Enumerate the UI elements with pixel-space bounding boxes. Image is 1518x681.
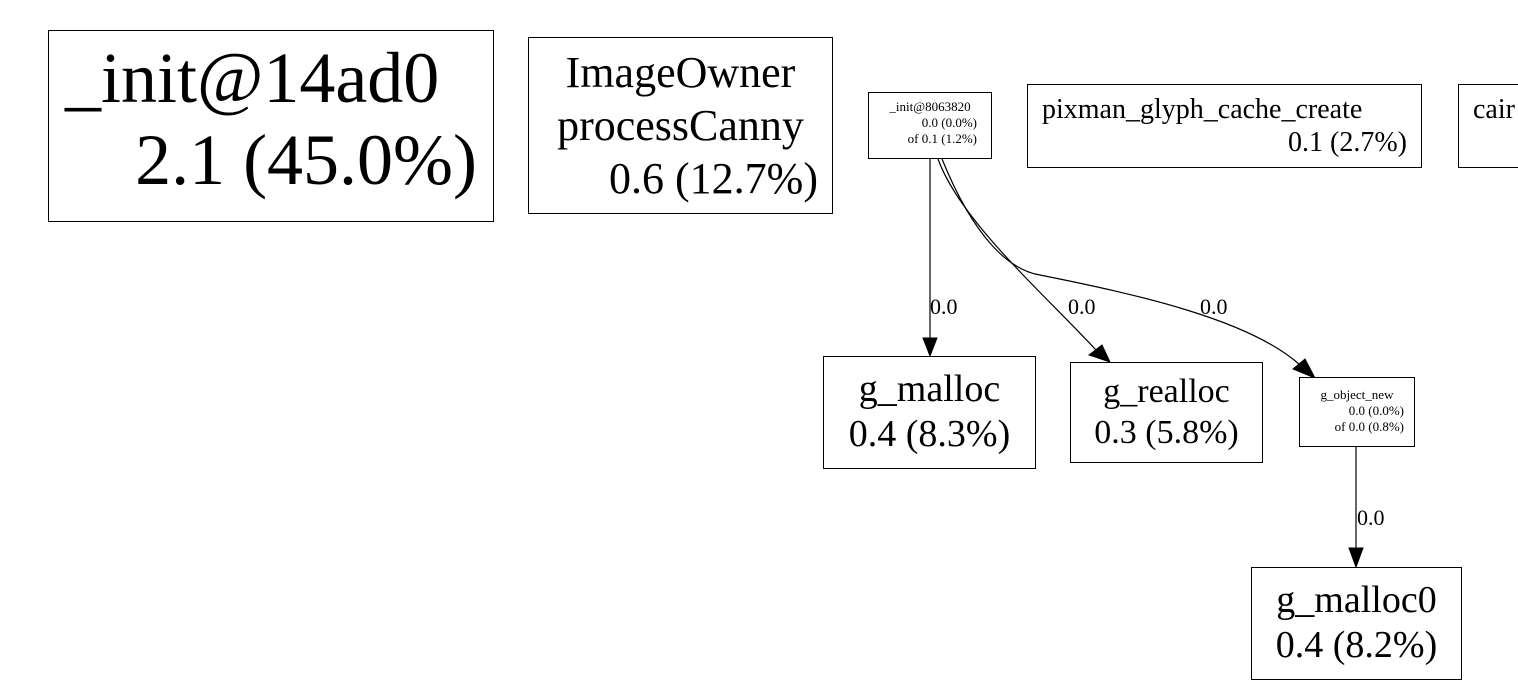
node-pixman-glyph-cache-create[interactable]: pixman_glyph_cache_create 0.1 (2.7%) bbox=[1027, 84, 1422, 168]
node-g-malloc-name: g_malloc bbox=[858, 368, 1001, 410]
node-g-realloc-stats: 0.3 (5.8%) bbox=[1094, 414, 1239, 451]
edge-init-to-g-object-new bbox=[941, 158, 1301, 366]
edge-label-init-to-g-object-new: 0.0 bbox=[1200, 294, 1228, 319]
node-init-14ad0[interactable]: _init@14ad0 2.1 (45.0%) bbox=[48, 30, 494, 222]
node-init-8063820-cumulative: of 0.1 (1.2%) bbox=[907, 131, 977, 146]
node-g-object-new-self: 0.0 (0.0%) bbox=[1348, 403, 1404, 418]
arrowhead-g-realloc bbox=[1087, 344, 1111, 363]
node-g-object-new-name: g_object_new bbox=[1320, 387, 1394, 402]
arrowhead-g-object-new bbox=[1292, 358, 1317, 379]
node-g-malloc0[interactable]: g_malloc0 0.4 (8.2%) bbox=[1251, 567, 1462, 680]
node-g-realloc[interactable]: g_realloc 0.3 (5.8%) bbox=[1070, 362, 1263, 463]
arrowhead-g-malloc0 bbox=[1348, 547, 1364, 569]
node-cairo-partial[interactable]: cair bbox=[1458, 84, 1518, 168]
node-init-8063820[interactable]: _init@8063820 0.0 (0.0%) of 0.1 (1.2%) bbox=[868, 92, 992, 159]
node-init-14ad0-stats: 2.1 (45.0%) bbox=[135, 120, 477, 200]
node-g-malloc-stats: 0.4 (8.3%) bbox=[848, 413, 1011, 455]
edge-init-to-g-realloc bbox=[937, 158, 1097, 351]
edge-label-g-object-new-to-g-malloc0: 0.0 bbox=[1357, 505, 1385, 530]
node-init-8063820-name: _init@8063820 bbox=[889, 99, 971, 114]
node-pixman-stats: 0.1 (2.7%) bbox=[1288, 127, 1407, 158]
node-pixman-name: pixman_glyph_cache_create bbox=[1042, 94, 1363, 125]
node-image-owner-method: processCanny bbox=[557, 101, 804, 150]
node-g-realloc-name: g_realloc bbox=[1103, 373, 1230, 410]
node-cairo-partial-name: cair bbox=[1473, 94, 1515, 125]
edge-label-init-to-g-realloc: 0.0 bbox=[1068, 294, 1096, 319]
node-init-14ad0-name: _init@14ad0 bbox=[65, 38, 440, 118]
node-g-object-new[interactable]: g_object_new 0.0 (0.0%) of 0.0 (0.8%) bbox=[1299, 377, 1415, 447]
node-g-malloc[interactable]: g_malloc 0.4 (8.3%) bbox=[823, 356, 1036, 469]
arrowhead-g-malloc bbox=[922, 337, 938, 358]
edge-label-init-to-g-malloc: 0.0 bbox=[930, 294, 958, 319]
node-image-owner-class: ImageOwner bbox=[565, 48, 796, 97]
node-g-object-new-cumulative: of 0.0 (0.8%) bbox=[1334, 419, 1404, 434]
node-g-malloc0-name: g_malloc0 bbox=[1276, 579, 1437, 621]
node-g-malloc0-stats: 0.4 (8.2%) bbox=[1275, 624, 1438, 666]
node-image-owner-process-canny[interactable]: ImageOwner processCanny 0.6 (12.7%) bbox=[528, 37, 833, 214]
node-init-8063820-self: 0.0 (0.0%) bbox=[921, 115, 977, 130]
node-image-owner-stats: 0.6 (12.7%) bbox=[609, 154, 818, 203]
